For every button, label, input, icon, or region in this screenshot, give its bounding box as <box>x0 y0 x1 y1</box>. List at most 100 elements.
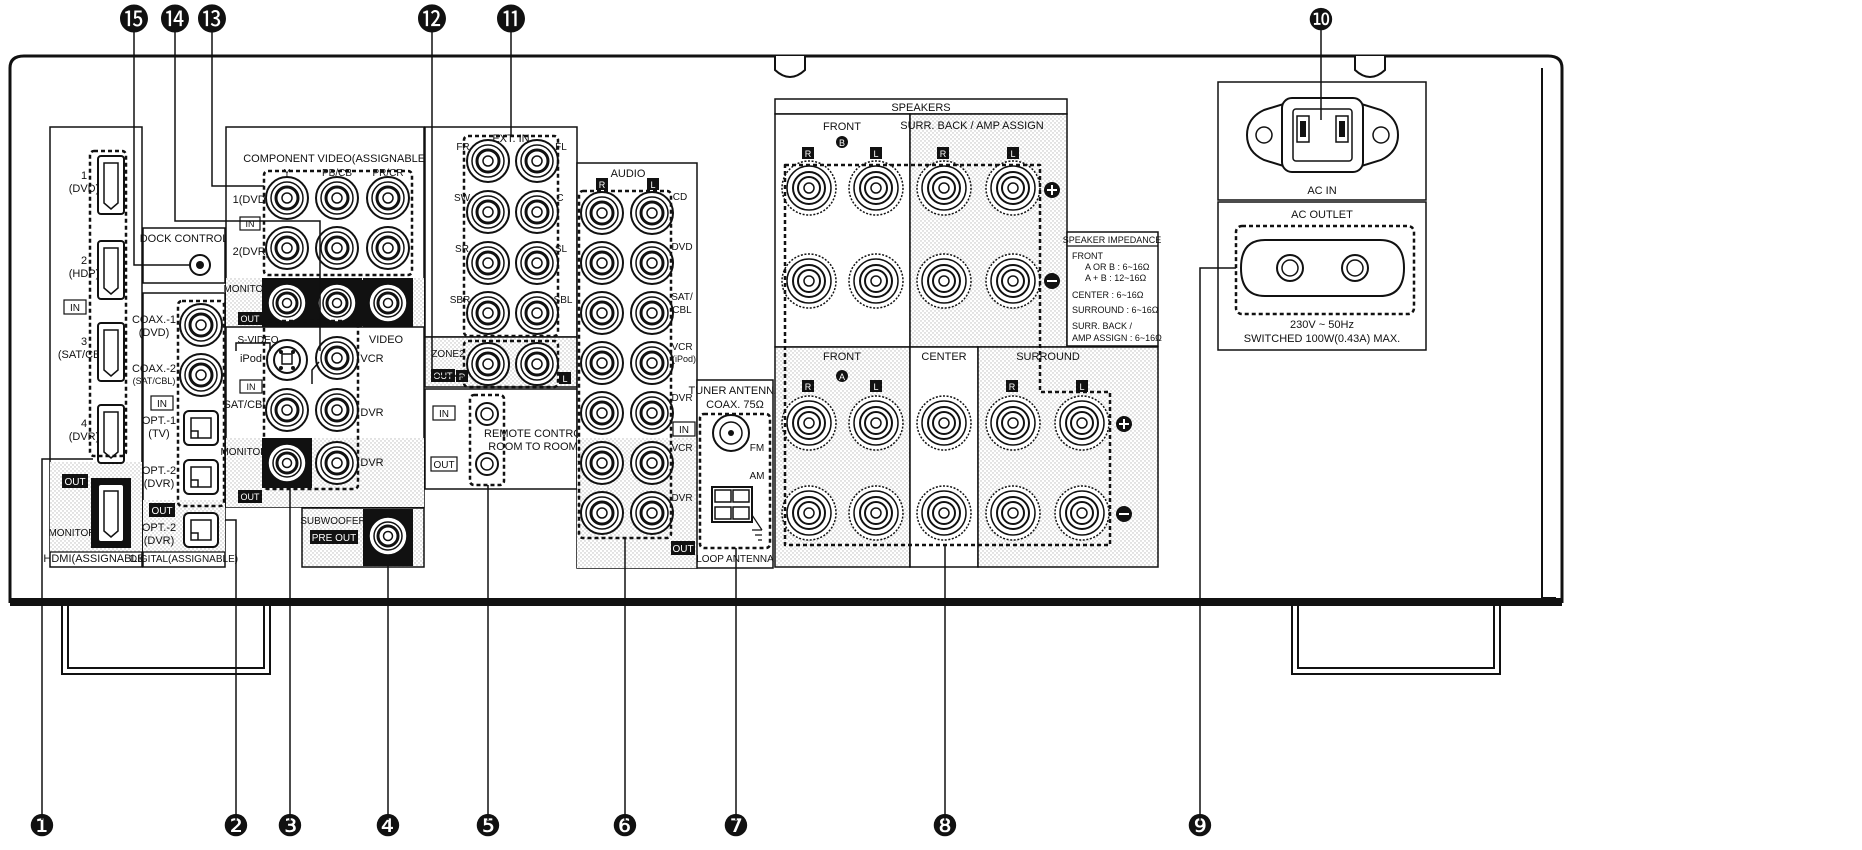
hdmi-monitor-out-port[interactable] <box>97 483 125 543</box>
audio-dvd-l-jack[interactable] <box>629 240 675 286</box>
video-label: VIDEO <box>369 334 404 346</box>
extin-fr-jack[interactable] <box>465 138 511 184</box>
extin-sl-jack[interactable] <box>514 240 560 286</box>
audio-out-dvr-r-jack[interactable] <box>579 490 625 536</box>
surr-back-r-plus-terminal[interactable] <box>916 160 972 216</box>
surround-l-plus-terminal[interactable] <box>1054 395 1110 451</box>
remote-out-badge: OUT <box>433 460 454 471</box>
impedance-ab1: A OR B : 6~16Ω <box>1085 262 1150 272</box>
extin-sr-jack[interactable] <box>465 240 511 286</box>
extin-c-jack[interactable] <box>514 189 560 235</box>
callout-10: ❿ <box>1308 4 1335 37</box>
remote-in-jack[interactable] <box>475 402 499 426</box>
hdmi-in2-port[interactable] <box>97 240 125 300</box>
video-out-badge: OUT <box>241 492 261 502</box>
audio-out-vcr-l-jack[interactable] <box>629 440 675 486</box>
dvr-video-jack[interactable] <box>314 387 360 433</box>
zone2-r-jack[interactable] <box>465 341 511 387</box>
component-dvd-y-jack[interactable] <box>264 175 310 221</box>
callout-7: ❼ <box>723 810 750 843</box>
ac-inlet[interactable] <box>1245 97 1400 173</box>
opt2-jack[interactable] <box>183 459 219 495</box>
video-monitor-jack[interactable] <box>260 436 314 490</box>
front-a-l-plus-terminal[interactable] <box>848 395 904 451</box>
hdmi-in4-port[interactable] <box>97 404 125 464</box>
vcr-video-jack[interactable] <box>314 335 360 381</box>
dock-control-section: DOCK CONTROL <box>140 227 228 284</box>
audio-r-badge: R <box>599 180 606 190</box>
audio-out-vcr-label: VCR <box>671 443 692 454</box>
loop-antenna-label: LOOP ANTENNA <box>696 554 774 565</box>
audio-vcr-l-jack[interactable] <box>629 340 675 386</box>
surr-back-l-badge: L <box>1010 149 1015 159</box>
subwoofer-preout-jack[interactable] <box>361 509 415 563</box>
front-a-l-minus-terminal[interactable] <box>848 485 904 541</box>
callout-5: ❺ <box>475 810 502 843</box>
surround-r-minus-terminal[interactable] <box>985 485 1041 541</box>
surround-l-minus-terminal[interactable] <box>1054 485 1110 541</box>
opt-out-jack[interactable] <box>183 512 219 548</box>
audio-satcbl-l-jack[interactable] <box>629 290 675 336</box>
fm-antenna-jack[interactable] <box>712 414 750 452</box>
am-antenna-terminal[interactable] <box>711 486 763 541</box>
video-monitor-label: MONITOR <box>220 447 267 458</box>
extin-fl-label: FL <box>555 142 567 153</box>
coax2-jack[interactable] <box>178 352 224 398</box>
component-dvr-pb-jack[interactable] <box>314 225 360 271</box>
extin-sbl-label: SBL <box>554 295 573 306</box>
zone2-l-jack[interactable] <box>514 341 560 387</box>
center-minus-terminal[interactable] <box>916 485 972 541</box>
extin-sw-jack[interactable] <box>465 189 511 235</box>
audio-dvr-r-jack[interactable] <box>579 390 625 436</box>
ac-outlet-socket[interactable] <box>1239 239 1406 297</box>
svideo-ipod-jack[interactable] <box>266 339 308 381</box>
surr-back-l-plus-terminal[interactable] <box>985 160 1041 216</box>
audio-satcbl-r-jack[interactable] <box>579 290 625 336</box>
audio-out-vcr-r-jack[interactable] <box>579 440 625 486</box>
extin-sbr-jack[interactable] <box>465 290 511 336</box>
component-dvd-pr-jack[interactable] <box>365 175 411 221</box>
surround-r-plus-terminal[interactable] <box>985 395 1041 451</box>
front-b-r-plus-terminal[interactable] <box>781 160 837 216</box>
digital-in-badge: IN <box>157 399 167 410</box>
audio-out-dvr-l-jack[interactable] <box>629 490 675 536</box>
subwoofer-section: SUBWOOFER PRE OUT <box>300 507 425 568</box>
audio-cd-r-jack[interactable] <box>579 190 625 236</box>
extin-sbl-jack[interactable] <box>514 290 560 336</box>
surr-back-l-minus-terminal[interactable] <box>985 253 1041 309</box>
coax1-jack[interactable] <box>178 302 224 348</box>
front-a-r-minus-terminal[interactable] <box>781 485 837 541</box>
center-plus-terminal[interactable] <box>916 395 972 451</box>
extin-fl-jack[interactable] <box>514 138 560 184</box>
audio-dvd-r-jack[interactable] <box>579 240 625 286</box>
coax1-sub: (DVD) <box>139 327 170 339</box>
front-b-l-minus-terminal[interactable] <box>848 253 904 309</box>
remote-out-jack[interactable] <box>475 452 499 476</box>
component-monitor-pr-jack[interactable] <box>361 276 415 330</box>
callout-9: ❾ <box>1187 810 1214 843</box>
dvr-video-out-jack[interactable] <box>314 440 360 486</box>
surr-back-r-minus-terminal[interactable] <box>916 253 972 309</box>
satcbl-svideo-jack[interactable] <box>264 387 310 433</box>
component-dvd-pb-jack[interactable] <box>314 175 360 221</box>
front-b-r-minus-terminal[interactable] <box>781 253 837 309</box>
front-a-r-plus-terminal[interactable] <box>781 395 837 451</box>
audio-in-badge: IN <box>679 425 689 436</box>
audio-vcr-label: VCR <box>671 342 692 353</box>
audio-title: AUDIO <box>611 168 646 180</box>
surr-back-title: SURR. BACK / AMP ASSIGN <box>900 120 1044 132</box>
hdmi-in3-port[interactable] <box>97 322 125 382</box>
opt1-jack[interactable] <box>183 410 219 446</box>
audio-dvr-l-jack[interactable] <box>629 390 675 436</box>
hdmi-in1-port[interactable] <box>97 155 125 215</box>
extin-sl-label: SL <box>555 244 568 255</box>
component-dvr-pr-jack[interactable] <box>365 225 411 271</box>
audio-vcr-r-jack[interactable] <box>579 340 625 386</box>
impedance-surrback1: SURR. BACK / <box>1072 321 1133 331</box>
vcr-video-label: VCR <box>360 353 383 365</box>
component-dvr-y-jack[interactable] <box>264 225 310 271</box>
front-b-l-plus-terminal[interactable] <box>848 160 904 216</box>
audio-cd-l-jack[interactable] <box>629 190 675 236</box>
opt1-sub: (TV) <box>148 428 169 440</box>
